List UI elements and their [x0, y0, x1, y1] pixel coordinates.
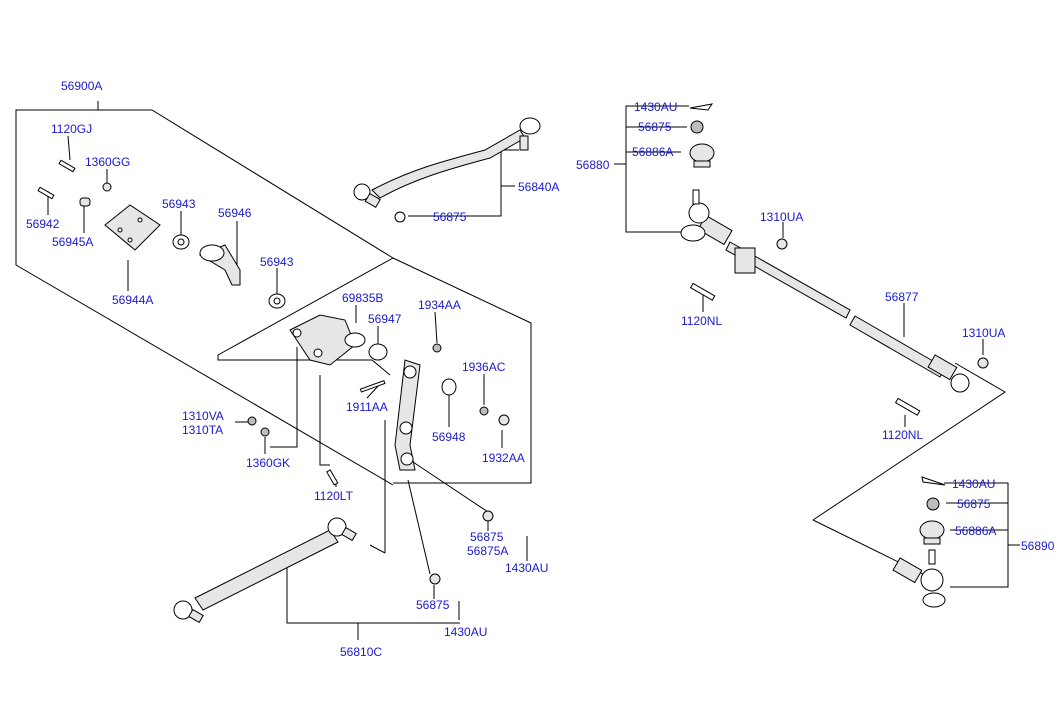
label-1310VA: 1310VA: [182, 409, 224, 423]
part-labels: 56900A 1120GJ 1360GG 56942 56945A 56944A…: [26, 79, 1055, 659]
label-56942: 56942: [26, 217, 60, 231]
label-56875-right-bottom: 56875: [957, 497, 991, 511]
label-56948: 56948: [432, 430, 466, 444]
label-1120LT: 1120LT: [314, 489, 354, 503]
label-1430AU-middle: 1430AU: [505, 561, 548, 575]
label-56886A-top: 56886A: [632, 145, 673, 159]
label-56900A: 56900A: [61, 79, 102, 93]
label-56880: 56880: [576, 158, 610, 172]
label-1310UA-top: 1310UA: [760, 210, 803, 224]
label-56945A: 56945A: [52, 235, 93, 249]
label-1936AC: 1936AC: [462, 360, 506, 374]
label-69835B: 69835B: [342, 291, 383, 305]
parts: [37, 103, 989, 624]
center-link-56810C: [173, 510, 494, 624]
label-1120GJ: 1120GJ: [51, 122, 92, 136]
label-56890: 56890: [1021, 539, 1055, 553]
tie-rod-end-56880-parts: [689, 103, 715, 168]
label-56840A: 56840A: [518, 180, 559, 194]
label-1934AA: 1934AA: [418, 298, 461, 312]
label-56946: 56946: [218, 206, 252, 220]
leader-lines: [47, 135, 984, 620]
label-56886A-bottom: 56886A: [955, 524, 996, 538]
idler-bracket-69835B: [247, 314, 510, 486]
label-1430AU-lower: 1430AU: [444, 625, 487, 639]
label-1911AA: 1911AA: [346, 400, 388, 414]
assembly-outlines: [15, 101, 1020, 640]
label-56875-middle: 56875: [470, 530, 504, 544]
drag-link-56840A: [353, 117, 541, 223]
label-1120NL-top: 1120NL: [681, 314, 722, 328]
label-56943-upper: 56943: [162, 197, 196, 211]
tie-rod-56877: [680, 189, 989, 416]
label-1430AU-right-bottom: 1430AU: [952, 477, 995, 491]
label-1360GK: 1360GK: [246, 456, 290, 470]
label-56875-upper: 56875: [433, 210, 467, 224]
label-1932AA: 1932AA: [482, 451, 525, 465]
label-1120NL-right: 1120NL: [882, 428, 923, 442]
label-1310TA: 1310TA: [182, 423, 223, 437]
bracket-group: [37, 159, 286, 309]
label-56875-right-top: 56875: [638, 120, 672, 134]
label-56875A: 56875A: [467, 544, 508, 558]
label-1310UA-right: 1310UA: [962, 326, 1005, 340]
tie-rod-end-56890-parts: [892, 476, 946, 608]
label-56943-lower: 56943: [260, 255, 294, 269]
label-1360GG: 1360GG: [85, 155, 130, 169]
label-56944A: 56944A: [112, 293, 153, 307]
label-56875-lower: 56875: [416, 598, 450, 612]
label-56947: 56947: [368, 312, 402, 326]
label-56877: 56877: [885, 290, 919, 304]
label-1430AU-right-top: 1430AU: [634, 100, 677, 114]
label-56810C: 56810C: [340, 645, 382, 659]
